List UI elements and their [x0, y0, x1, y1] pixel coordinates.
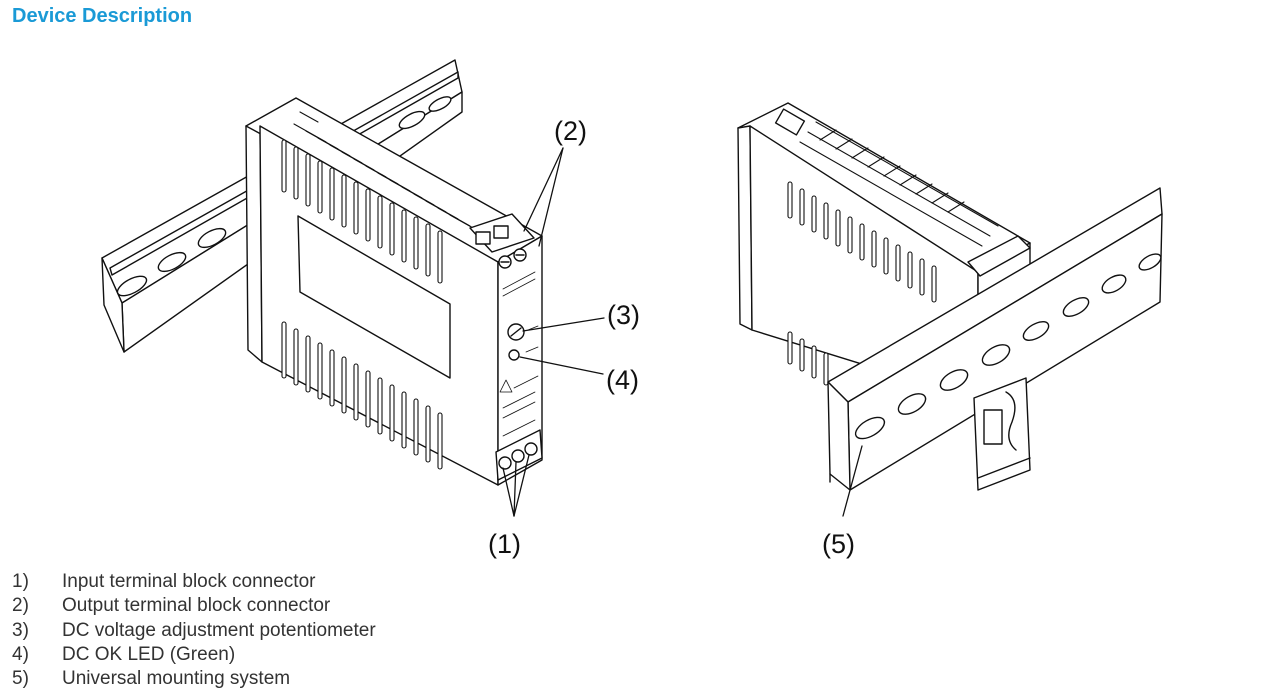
callout-1: (1) [488, 529, 521, 559]
callout-2: (2) [554, 116, 587, 146]
rear-view-drawing [737, 102, 1163, 517]
list-item-number: 2) [12, 595, 29, 617]
list-item-number: 1) [12, 571, 29, 592]
list-item-number: 3) [12, 619, 29, 641]
front-panel-markings [499, 271, 539, 437]
callout-labels: (2) (3) (4) (1) (5) [488, 116, 855, 559]
list-item: 4) DC OK LED (Green) [12, 643, 376, 667]
callout-3: (3) [607, 300, 640, 330]
output-terminal-block-drawing [469, 213, 535, 269]
list-item: 2) Output terminal block connector [12, 594, 376, 618]
list-item-label: DC voltage adjustment potentiometer [62, 619, 376, 641]
mounting-clip-drawing [973, 377, 1031, 491]
side-vents-rear-view [787, 181, 937, 386]
input-terminal-block-drawing [495, 429, 543, 481]
list-item-label: Input terminal block connector [62, 571, 316, 592]
leader-lines-front-view [502, 147, 605, 517]
component-list: 1) Input terminal block connector 2) Outpu… [12, 570, 376, 691]
section-heading: Device Description [12, 5, 193, 27]
din-rail-rear-view [827, 187, 1163, 491]
device-illustration: (2) (3) (4) (1) (5) [101, 59, 1163, 559]
list-item-number: 5) [12, 668, 29, 690]
potentiometer-drawing [507, 323, 525, 341]
callout-4: (4) [606, 365, 639, 395]
dc-ok-led-drawing [508, 349, 520, 361]
list-item-number: 4) [12, 643, 29, 665]
list-item-label: Universal mounting system [62, 668, 291, 690]
list-item: 3) DC voltage adjustment potentiometer [12, 619, 376, 643]
list-item-label: DC OK LED (Green) [62, 643, 236, 665]
housing-front-view [245, 97, 543, 486]
list-item: 5) Universal mounting system [12, 667, 376, 691]
leader-line-rear-view [842, 445, 863, 517]
front-view-drawing [101, 59, 605, 517]
callout-5: (5) [822, 529, 855, 559]
list-item: 1) Input terminal block connector [12, 570, 376, 594]
top-vents-rear-view [799, 121, 999, 247]
list-item-label: Output terminal block connector [62, 595, 331, 617]
